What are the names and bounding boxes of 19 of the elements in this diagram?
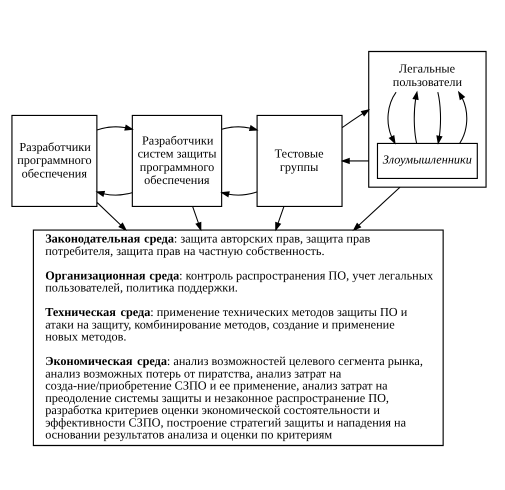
arrow (192, 206, 202, 232)
node-box: Разработчики систем защиты программного обеспечения (132, 114, 222, 208)
arrow (222, 124, 259, 132)
arrow (412, 90, 419, 144)
node-box: Законодательная среда: защита авторских прав, защита прав потребителя, защита прав на частную собственность. Организационная среда: контроль распространения ПО, учет легальных пользователей, политика поддержки. Техническая среда: применение технических методов защиты ПО и атаки на защиту, комбинирование методов, создание и применение новых методов. Экономическая среда: анализ возможностей целевого сегмента рынка, анализ возможных потерь от пиратства, анализ затрат на созда-ние/приобретение СЗПО и ее применение, анализ затрат на преодоление системы защиты и незаконное распространение ПО, разработка критериев оценки экономической состоятельности и эффективности СЗПО, построение стратегий защиты и нападения на основании результатов анализа и оценки по критериям (32, 230, 444, 446)
node-box: Тестовые группы (256, 114, 343, 208)
arrow (96, 124, 134, 131)
arrow (95, 190, 132, 197)
arrow (342, 109, 370, 128)
arrow (436, 92, 443, 145)
node-box: Злоумышленники (376, 142, 478, 180)
arrow (96, 202, 128, 231)
arrow (275, 206, 284, 232)
arrow (340, 158, 369, 164)
arrow (220, 191, 258, 198)
node-box: Разработчики программного обеспечения (11, 114, 98, 208)
arrow (458, 90, 468, 144)
arrow (352, 186, 400, 232)
arrow (387, 92, 397, 145)
